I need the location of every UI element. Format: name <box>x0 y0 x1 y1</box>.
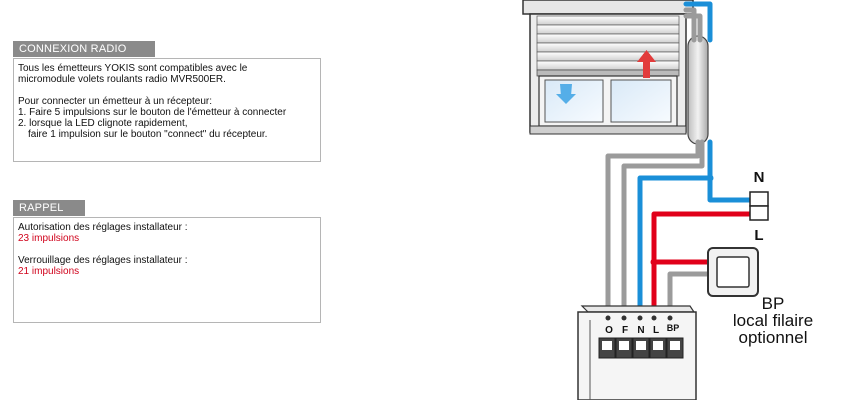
down-arrow-icon <box>556 84 576 104</box>
terminal-label-o: O <box>605 325 613 336</box>
terminal-label-l: L <box>653 325 659 336</box>
wire-bp <box>667 271 715 321</box>
wire-neutral-supply <box>707 139 758 203</box>
terminal-label-f: F <box>622 325 628 336</box>
connexion-line-3: Pour connecter un émetteur à un récepteu… <box>18 96 213 107</box>
junction-n <box>706 174 714 182</box>
connexion-step-2b: faire 1 impulsion sur le bouton "connect… <box>28 129 268 140</box>
rappel-header: RAPPEL <box>13 200 85 216</box>
window-pane-right <box>610 79 672 123</box>
connexion-line-1: Tous les émetteurs YOKIS sont compatible… <box>18 63 248 74</box>
micromodule-illustration <box>577 305 697 400</box>
neutral-label: N <box>754 169 765 186</box>
shutter-slats <box>536 15 680 77</box>
rappel-panel: Autorisation des réglages installateur :… <box>13 217 321 323</box>
terminal-label-bp: BP <box>667 323 680 333</box>
window-sill <box>529 125 687 135</box>
live-label: L <box>754 227 763 244</box>
terminal-label-n: N <box>637 325 644 336</box>
supply-terminal-block <box>749 191 769 221</box>
connexion-line-2: micromodule volets roulants radio MVR500… <box>18 74 226 85</box>
bp-label: BP local filaire optionnel <box>718 295 828 346</box>
roller-shutter-illustration <box>522 0 694 135</box>
rappel-item-1-value: 23 impulsions <box>18 233 80 244</box>
wire-n <box>637 175 713 321</box>
rappel-item-1-label: Autorisation des réglages installateur : <box>18 222 188 233</box>
connexion-step-2: 2. lorsque la LED clignote rapidement, <box>18 118 188 129</box>
bp-title: BP <box>761 294 785 313</box>
connexion-radio-header: CONNEXION RADIO <box>13 41 155 57</box>
junction-l <box>650 258 658 266</box>
up-arrow-icon <box>637 50 656 78</box>
motor-wires-top <box>683 1 713 43</box>
window-pane-left <box>544 79 604 123</box>
rappel-item-2-value: 21 impulsions <box>18 266 80 277</box>
module-terminals <box>598 337 684 359</box>
wire-o <box>605 139 701 321</box>
rappel-item-2-label: Verrouillage des réglages installateur : <box>18 255 188 266</box>
wire-entry-dots <box>605 315 673 321</box>
module-wires <box>605 139 758 321</box>
shutter-box <box>522 0 694 15</box>
bp-line-2: local filaire <box>732 311 814 330</box>
connexion-step-1: 1. Faire 5 impulsions sur le bouton de l… <box>18 107 287 118</box>
wire-l <box>651 211 758 321</box>
wire-f <box>621 139 705 321</box>
push-button-illustration <box>707 247 759 297</box>
connexion-radio-panel: Tous les émetteurs YOKIS sont compatible… <box>13 58 321 162</box>
bp-line-3: optionnel <box>738 328 808 347</box>
motor-cable-tube <box>687 35 709 145</box>
